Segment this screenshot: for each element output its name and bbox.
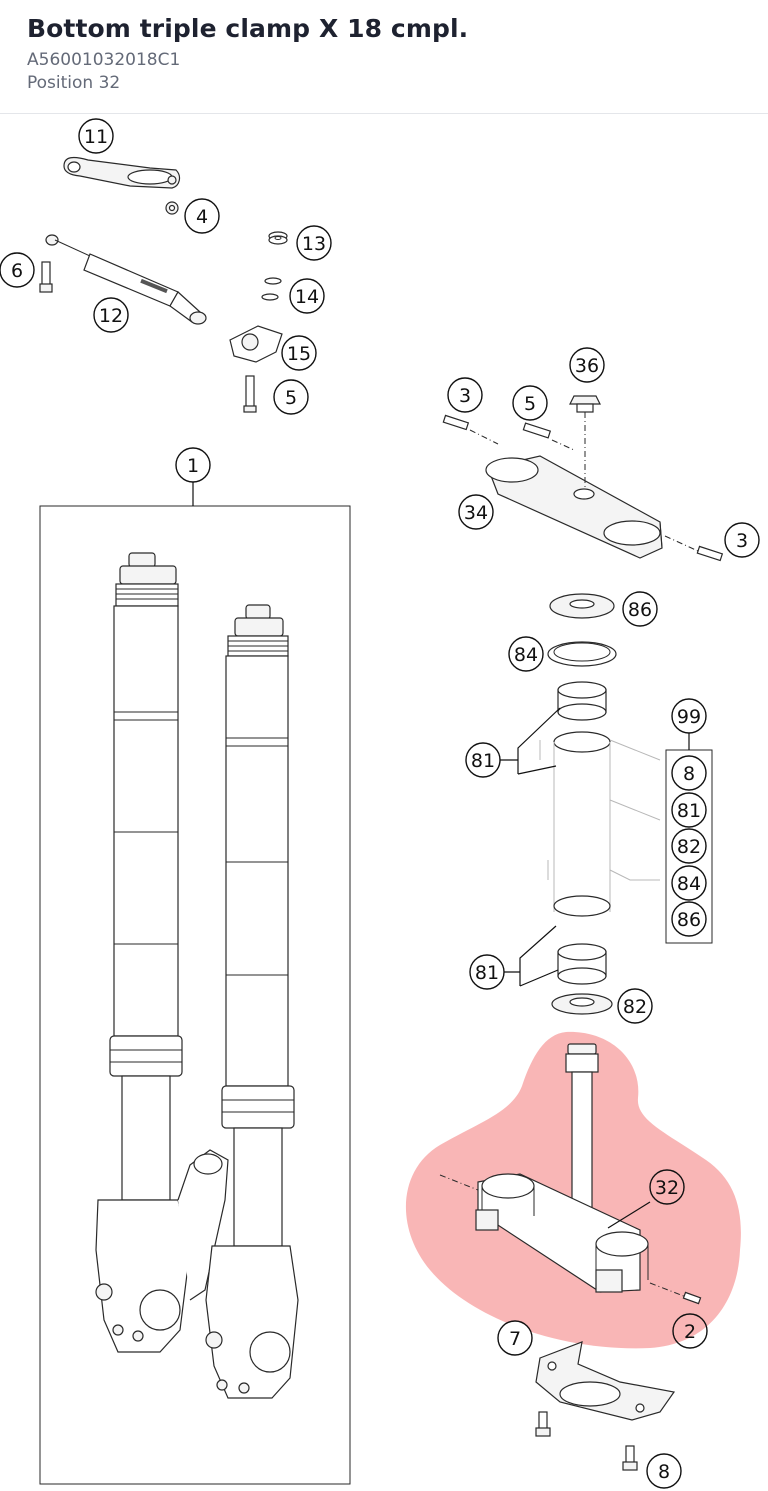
steering-head-frame <box>539 731 661 917</box>
bolt-5-top[interactable] <box>243 375 257 413</box>
callout-86-label: 86 <box>628 599 652 621</box>
bolt-8-b[interactable] <box>622 1445 638 1471</box>
callout-1-label: 1 <box>187 455 199 477</box>
callout-12[interactable]: 12 <box>93 297 129 333</box>
damper-bracket[interactable] <box>63 156 181 189</box>
callout-5-top[interactable]: 5 <box>273 379 309 415</box>
lower-triple-clamp-32[interactable] <box>475 1043 649 1293</box>
kit-item-8[interactable]: 8 <box>671 755 707 791</box>
callout-84[interactable]: 84 <box>508 636 544 672</box>
callout-2[interactable]: 2 <box>672 1313 708 1349</box>
callout-5a-label: 5 <box>285 387 297 409</box>
callout-14[interactable]: 14 <box>289 278 325 314</box>
callout-34-label: 34 <box>464 502 488 524</box>
axis-line-5b <box>551 439 575 451</box>
bolt-3-left[interactable] <box>442 414 470 431</box>
callout-7[interactable]: 7 <box>497 1320 533 1356</box>
callout-32-label: 32 <box>655 1177 679 1199</box>
callout-4-label: 4 <box>196 206 208 228</box>
callout-5-clamp[interactable]: 5 <box>512 385 548 421</box>
callout-3-right[interactable]: 3 <box>724 522 760 558</box>
fork-group-frame <box>39 505 351 1485</box>
bolt-6[interactable] <box>39 261 53 293</box>
kit-item-81-label: 81 <box>677 800 701 822</box>
axis-line-3b <box>664 535 699 552</box>
leader-81-top <box>498 707 561 775</box>
callout-3b-label: 3 <box>736 530 748 552</box>
callout-13-label: 13 <box>302 233 326 255</box>
kit-item-82[interactable]: 82 <box>671 828 707 864</box>
steering-damper-12[interactable] <box>45 234 207 325</box>
callout-15-label: 15 <box>287 343 311 365</box>
callout-15[interactable]: 15 <box>281 335 317 371</box>
callout-81-bottom[interactable]: 81 <box>469 954 505 990</box>
callout-3-left[interactable]: 3 <box>447 377 483 413</box>
callout-86[interactable]: 86 <box>622 591 658 627</box>
bearing-81-bottom[interactable] <box>557 943 607 985</box>
nut-36[interactable] <box>569 395 601 413</box>
callout-81-top[interactable]: 81 <box>465 742 501 778</box>
bearing-81-top[interactable] <box>557 681 607 721</box>
page-title: Bottom triple clamp X 18 cmpl. <box>27 14 469 43</box>
seal-ring-84[interactable] <box>547 641 617 667</box>
kit-item-84[interactable]: 84 <box>671 865 707 901</box>
callout-82[interactable]: 82 <box>617 988 653 1024</box>
callout-36-label: 36 <box>575 355 599 377</box>
bracket-7[interactable] <box>535 1341 676 1421</box>
callout-7-label: 7 <box>509 1328 521 1350</box>
kit-item-8-label: 8 <box>683 763 695 785</box>
washer-13[interactable] <box>268 231 288 245</box>
callout-11[interactable]: 11 <box>78 118 114 154</box>
leader-81-bottom <box>503 925 559 987</box>
kit-item-86[interactable]: 86 <box>671 901 707 937</box>
callout-99[interactable]: 99 <box>671 698 707 734</box>
callout-2-label: 2 <box>684 1321 696 1343</box>
callout-13[interactable]: 13 <box>296 225 332 261</box>
callout-4[interactable]: 4 <box>184 198 220 234</box>
part-number: A56001032018C1 <box>27 50 181 70</box>
callout-1[interactable]: 1 <box>175 447 211 483</box>
kit-item-81[interactable]: 81 <box>671 792 707 828</box>
callout-82-label: 82 <box>623 996 647 1018</box>
callout-81b-label: 81 <box>475 962 499 984</box>
nut-4[interactable] <box>165 201 179 215</box>
callout-36[interactable]: 36 <box>569 347 605 383</box>
callout-99-label: 99 <box>677 706 701 728</box>
callout-34[interactable]: 34 <box>458 494 494 530</box>
callout-3a-label: 3 <box>459 385 471 407</box>
callout-84-label: 84 <box>514 644 538 666</box>
bolt-2[interactable] <box>682 1291 702 1305</box>
bolt-5-clamp[interactable] <box>522 422 552 439</box>
fork-leg-right[interactable] <box>205 604 299 1399</box>
upper-triple-clamp-34[interactable] <box>485 455 663 559</box>
callout-8-label: 8 <box>658 1461 670 1483</box>
callout-5b-label: 5 <box>524 393 536 415</box>
callout-6[interactable]: 6 <box>0 252 35 288</box>
callout-6-label: 6 <box>11 260 23 282</box>
callout-32[interactable]: 32 <box>649 1169 685 1205</box>
kit-item-82-label: 82 <box>677 836 701 858</box>
callout-8[interactable]: 8 <box>646 1453 682 1489</box>
dust-seal-86[interactable] <box>549 593 615 619</box>
clamp-15[interactable] <box>229 325 283 363</box>
bolt-8-a[interactable] <box>535 1411 551 1437</box>
kit-item-84-label: 84 <box>677 873 701 895</box>
header: Bottom triple clamp X 18 cmpl. A56001032… <box>0 0 768 114</box>
axis-line-3a <box>469 429 499 445</box>
kit-item-86-label: 86 <box>677 909 701 931</box>
position-label: Position 32 <box>27 73 121 93</box>
callout-81a-label: 81 <box>471 750 495 772</box>
leader-32 <box>607 1201 651 1229</box>
fork-leg-left[interactable] <box>95 552 229 1353</box>
seal-ring-82[interactable] <box>551 993 613 1015</box>
callout-11-label: 11 <box>84 126 108 148</box>
callout-12-label: 12 <box>99 305 123 327</box>
washers-14[interactable] <box>261 277 282 301</box>
callout-14-label: 14 <box>295 286 319 308</box>
bolt-3-right[interactable] <box>696 545 724 562</box>
